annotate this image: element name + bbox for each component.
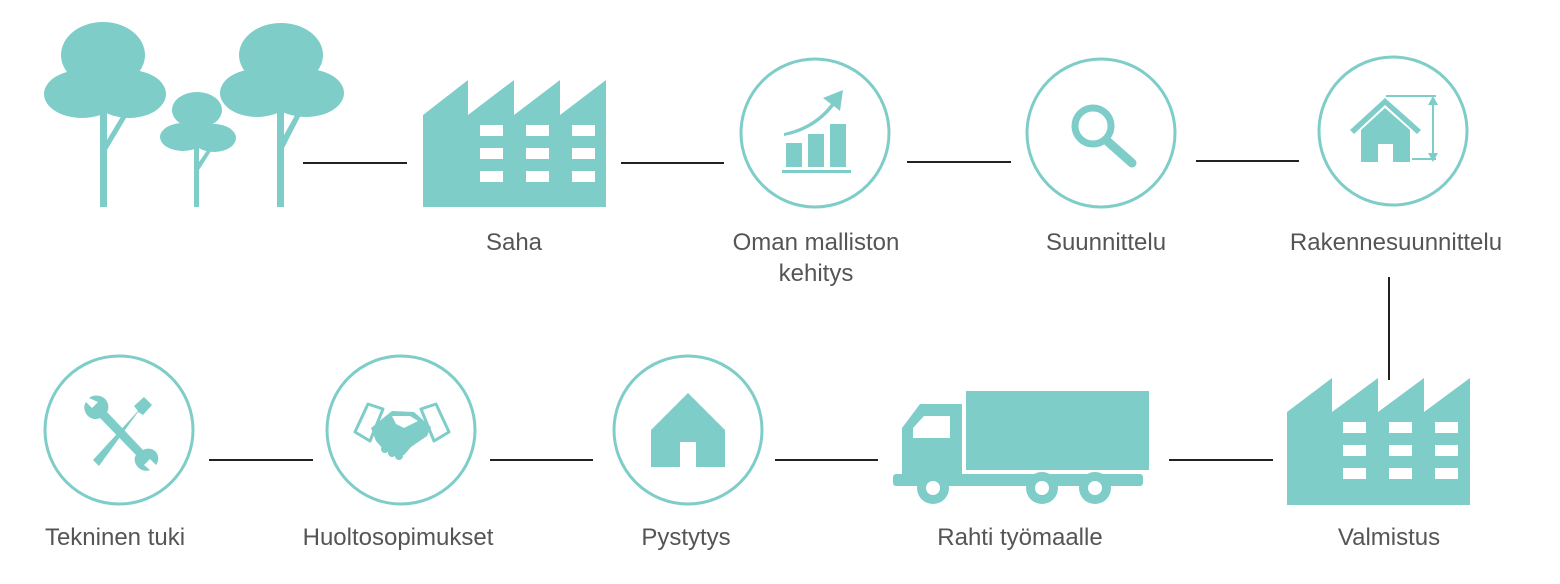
connectors bbox=[209, 160, 1390, 461]
magnifier-icon bbox=[1025, 57, 1177, 209]
handshake-icon bbox=[325, 354, 477, 506]
label-suunnittelu: Suunnittelu bbox=[1045, 229, 1167, 256]
label-saha: Saha bbox=[485, 229, 543, 256]
label-kehitys-line2: kehitys bbox=[778, 260, 854, 287]
house-measure-icon bbox=[1317, 55, 1469, 207]
label-rakennesuunnittelu: Rakennesuunnittelu bbox=[1289, 229, 1503, 256]
growth-chart-icon bbox=[739, 57, 891, 209]
label-tekninen-tuki: Tekninen tuki bbox=[44, 524, 186, 551]
tools-icon bbox=[43, 354, 195, 506]
label-pystytys: Pystytys bbox=[641, 524, 731, 551]
house-icon bbox=[612, 354, 764, 506]
factory-icon bbox=[423, 80, 606, 207]
label-huoltosopimukset: Huoltosopimukset bbox=[302, 524, 494, 551]
truck-icon bbox=[893, 391, 1149, 504]
label-valmistus: Valmistus bbox=[1337, 524, 1441, 551]
label-rahti: Rahti työmaalle bbox=[937, 524, 1103, 551]
label-kehitys-line1: Oman malliston bbox=[732, 229, 900, 256]
trees-icon bbox=[44, 22, 344, 207]
factory-icon bbox=[1287, 378, 1470, 505]
